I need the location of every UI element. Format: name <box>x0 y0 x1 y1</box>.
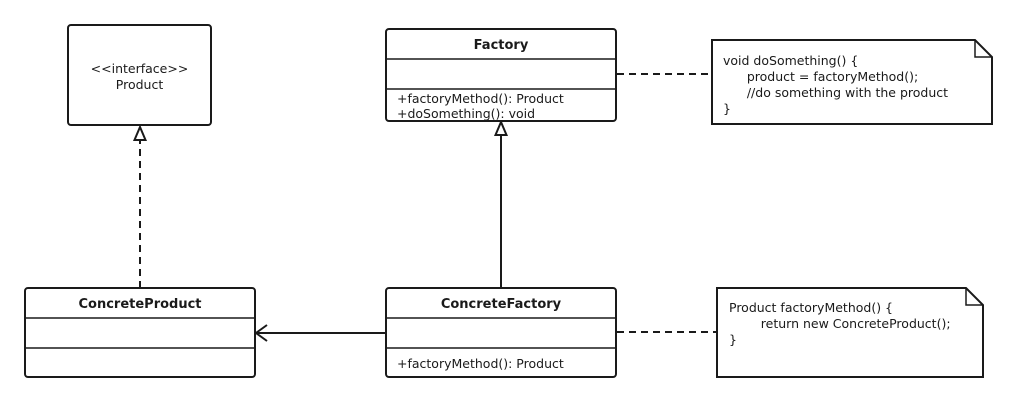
note-factory-method-fold <box>965 288 983 306</box>
concrete-factory-method-1: +factoryMethod(): Product <box>397 356 564 371</box>
class-concrete-product[interactable]: ConcreteProduct <box>24 287 256 378</box>
factory-method-2: +doSomething(): void <box>397 106 535 121</box>
concrete-product-name: ConcreteProduct <box>78 297 201 312</box>
factory-name: Factory <box>474 38 529 53</box>
realization-arrowhead <box>132 124 148 141</box>
note-do-something[interactable]: void doSomething() { product = factoryMe… <box>711 39 993 125</box>
note-factory-method-line-1: Product factoryMethod() { <box>729 300 893 315</box>
class-factory-box <box>385 28 617 122</box>
generalization-arrowhead <box>493 119 509 136</box>
concrete-factory-name: ConcreteFactory <box>441 297 562 312</box>
class-concrete-factory[interactable]: ConcreteFactory +factoryMethod(): Produc… <box>385 287 617 378</box>
factory-method-1: +factoryMethod(): Product <box>397 91 564 106</box>
note-factory-method[interactable]: Product factoryMethod() { return new Con… <box>716 287 984 378</box>
class-factory[interactable]: Factory +factoryMethod(): Product +doSom… <box>385 28 617 122</box>
note-do-something-line-2: product = factoryMethod(); <box>723 69 918 84</box>
note-factory-method-line-3: } <box>729 332 737 347</box>
class-concrete-product-box <box>24 287 256 378</box>
product-name: Product <box>116 77 164 92</box>
note-do-something-fold <box>974 40 992 58</box>
product-stereotype: <<interface>> <box>91 61 189 76</box>
note-factory-method-line-2: return new ConcreteProduct(); <box>729 316 951 331</box>
class-product-box <box>67 24 212 126</box>
note-do-something-line-4: } <box>723 101 731 116</box>
connectors <box>132 73 717 342</box>
note-factory-method-shape <box>716 287 984 378</box>
class-concrete-factory-box <box>385 287 617 378</box>
note-do-something-line-1: void doSomething() { <box>723 53 858 68</box>
class-product[interactable]: <<interface>> Product <box>67 24 212 126</box>
note-do-something-line-3: //do something with the product <box>723 85 948 100</box>
note-do-something-shape <box>711 39 993 125</box>
